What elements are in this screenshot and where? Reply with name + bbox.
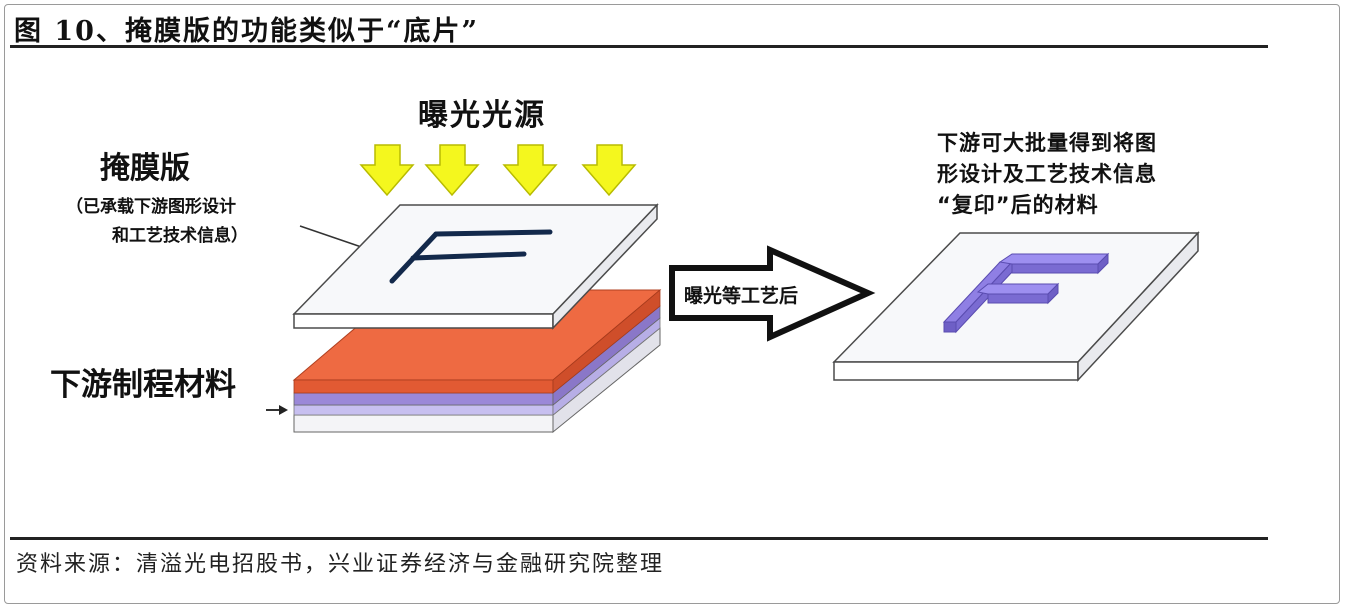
top-rule xyxy=(10,45,1268,48)
result-plate xyxy=(832,231,1200,382)
result-text-line2: 形设计及工艺技术信息 xyxy=(937,162,1157,186)
process-arrow-shape xyxy=(669,245,876,342)
light-arrows xyxy=(359,144,637,197)
bottom-rule xyxy=(10,537,1268,540)
process-arrow-label: 曝光等工艺后 xyxy=(684,284,798,307)
mask-plate-side xyxy=(552,203,658,330)
light-source-label: 曝光光源 xyxy=(418,98,546,133)
light-arrow-1-icon xyxy=(359,144,415,197)
figure-source: 资料来源：清溢光电招股书，兴业证券经济与金融研究院整理 xyxy=(16,552,665,577)
result-text-line1: 下游可大批量得到将图 xyxy=(937,131,1157,155)
result-plate-side xyxy=(1077,231,1199,382)
mask-plate-front xyxy=(293,313,554,329)
process-arrow: 曝光等工艺后 xyxy=(669,245,876,342)
light-arrow-2-icon xyxy=(424,144,480,197)
mask-note-line1: （已承载下游图形设计 xyxy=(66,196,236,217)
figure-title: 图 10、掩膜版的功能类似于“底片” xyxy=(14,16,480,47)
material-purple-front xyxy=(293,392,554,406)
light-arrow-4-icon xyxy=(581,144,637,197)
result-f-pattern xyxy=(942,252,1110,334)
material-orange-side xyxy=(552,289,661,394)
mask-note-line2: 和工艺技术信息） xyxy=(112,225,248,246)
mask-plate xyxy=(292,203,659,330)
material-pointer xyxy=(266,405,288,415)
result-plate-front xyxy=(833,361,1079,381)
mask-label: 掩膜版 xyxy=(100,151,190,186)
material-light-purple-front xyxy=(293,404,554,416)
material-base-front xyxy=(293,414,554,433)
material-label: 下游制程材料 xyxy=(50,367,236,403)
material-pointer-arrowhead-icon xyxy=(279,405,288,415)
result-text-line3: “复印”后的材料 xyxy=(937,193,1099,217)
figure-frame xyxy=(4,4,1340,604)
material-orange-front xyxy=(293,379,554,394)
mask-f-pattern xyxy=(389,229,553,284)
light-arrow-3-icon xyxy=(502,144,558,197)
